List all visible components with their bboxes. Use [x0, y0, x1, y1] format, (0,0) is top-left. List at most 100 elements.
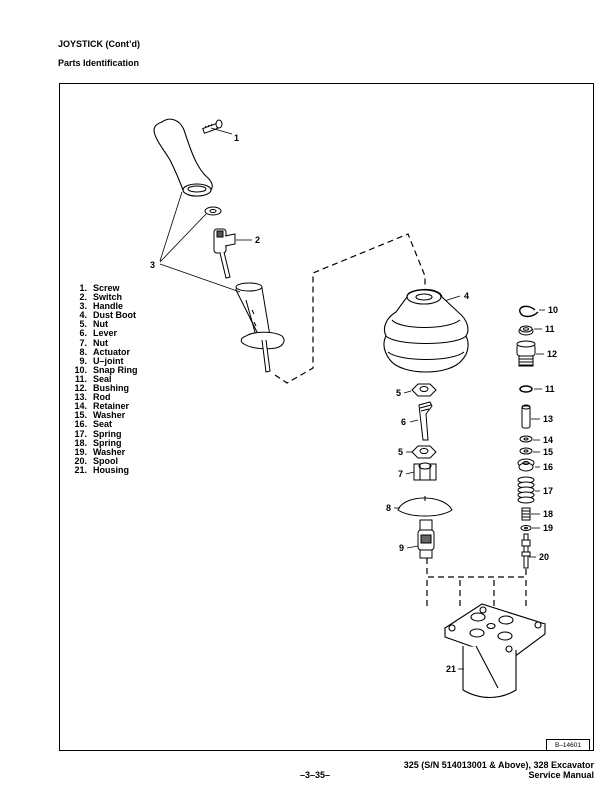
callout-18: 18 — [543, 509, 553, 519]
callout-20: 20 — [539, 552, 549, 562]
part-number: 8. — [79, 346, 87, 357]
ring-icon — [204, 206, 222, 216]
part-name: Spring — [93, 437, 122, 448]
part-name: Spring — [93, 428, 122, 439]
bushing-icon — [516, 340, 536, 367]
callout-10: 10 — [548, 305, 558, 315]
spring-icon — [521, 507, 531, 521]
part-number: 20. — [74, 455, 87, 466]
spool-icon — [521, 533, 531, 569]
part-number: 1. — [79, 283, 87, 293]
nut-icon — [411, 383, 437, 397]
dashed-connector-lines — [274, 233, 527, 608]
callout-labels: 1 2 3 4 5 6 5 7 8 9 10 11 12 11 13 14 15… — [150, 133, 558, 674]
part-name: Nut — [93, 319, 108, 330]
u-joint-icon — [417, 519, 435, 559]
handle-icon — [153, 118, 213, 197]
callout-2: 2 — [255, 235, 260, 245]
lever-icon — [418, 401, 433, 441]
parts-list-item: 1. Screw — [66, 283, 138, 293]
parts-list-item: 9. U–joint — [66, 355, 138, 366]
parts-list-item: 14. Retainer — [66, 402, 138, 411]
parts-list-item: 4. Dust Boot — [66, 311, 138, 320]
part-name: Actuator — [93, 346, 131, 357]
parts-list-item: 15.Washer — [66, 411, 138, 420]
callout-9: 9 — [399, 543, 404, 553]
part-number: 5. — [79, 319, 87, 330]
parts-list-item: 20. Spool — [66, 455, 138, 466]
part-name: Switch — [93, 292, 123, 303]
parts-list-item: 8. Actuator — [66, 346, 138, 357]
parts-list-item: 17. Spring — [66, 428, 138, 439]
callout-12: 12 — [547, 349, 557, 359]
parts-list-item: 18.Spring — [66, 437, 138, 448]
callout-4: 4 — [464, 291, 469, 301]
part-number: 2. — [79, 292, 87, 303]
part-name: Snap Ring — [93, 364, 138, 375]
part-name: Lever — [93, 328, 118, 339]
nut-icon — [411, 445, 437, 459]
parts-list-item: 16. Seat — [66, 420, 138, 429]
part-name: Screw — [93, 283, 120, 293]
parts-list-item: 2. Switch — [66, 292, 138, 303]
section-heading: JOYSTICK (Cont’d) — [58, 39, 140, 49]
part-name: Washer — [93, 446, 126, 457]
housing-icon — [443, 603, 547, 699]
washer-icon — [519, 447, 533, 455]
part-name: Nut — [93, 337, 108, 348]
retainer-icon — [519, 435, 533, 443]
parts-list-item: 6.Lever — [66, 329, 138, 338]
parts-list-item: 5. Nut — [66, 320, 138, 329]
part-number: 10. — [74, 364, 87, 375]
callout-8: 8 — [386, 503, 391, 513]
part-number: 3. — [79, 301, 87, 312]
part-name: Retainer — [93, 401, 130, 412]
dust-boot-icon — [383, 288, 469, 373]
footer-line-2: Service Manual — [528, 770, 594, 780]
figure-frame — [59, 83, 594, 751]
part-name: Dust Boot — [93, 310, 136, 321]
callout-15: 15 — [543, 447, 553, 457]
callout-3: 3 — [150, 260, 155, 270]
part-name: Seat — [93, 419, 113, 430]
part-number: 9. — [79, 355, 87, 366]
seal-icon — [518, 325, 534, 336]
seat-icon — [517, 458, 535, 472]
callout-5b: 5 — [398, 447, 403, 457]
part-name: Rod — [93, 392, 111, 403]
part-number: 12. — [74, 383, 87, 394]
part-number: 17. — [74, 428, 87, 439]
nut-icon — [413, 462, 437, 481]
part-number: 14. — [74, 401, 87, 412]
snap-ring-icon — [519, 305, 539, 318]
washer-icon — [520, 525, 532, 531]
actuator-icon — [397, 496, 453, 517]
footer-title: 325 (S/N 514013001 & Above), 328 Excavat… — [404, 760, 594, 780]
part-name: Seal — [93, 373, 112, 384]
seal-icon — [519, 385, 533, 393]
parts-list-item: 11.Seal — [66, 373, 138, 384]
figure-id: B–14601 — [546, 739, 590, 751]
part-name: Washer — [93, 410, 126, 421]
parts-list-item: 10. Snap Ring — [66, 364, 138, 375]
part-number: 19. — [74, 446, 87, 457]
part-number: 16. — [74, 419, 87, 430]
parts-list-item: 13.Rod — [66, 393, 138, 402]
rod-icon — [521, 404, 531, 429]
callout-7: 7 — [398, 469, 403, 479]
part-number: 4. — [79, 310, 87, 321]
leader-lines — [159, 127, 461, 303]
callout-13: 13 — [543, 414, 553, 424]
callout-6: 6 — [401, 417, 406, 427]
part-name: U–joint — [93, 355, 124, 366]
part-name: Spool — [93, 455, 118, 466]
parts-list-item: 12.Bushing — [66, 383, 138, 394]
page-number: –3–35– — [300, 770, 331, 780]
switch-icon — [213, 228, 236, 279]
callout-5a: 5 — [396, 388, 401, 398]
parts-list-item: 21.Housing — [66, 465, 138, 475]
callout-1: 1 — [234, 133, 239, 143]
lever-tube-icon — [235, 282, 285, 373]
